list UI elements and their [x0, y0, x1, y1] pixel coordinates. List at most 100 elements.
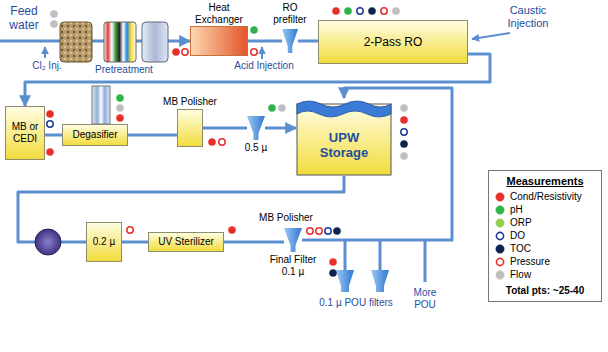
cartridge-filter: 0.5 µ	[236, 116, 276, 154]
pipe-connector	[224, 241, 284, 244]
process-label: Caustic Injection	[496, 4, 560, 30]
sensor-dot	[251, 49, 257, 55]
sensor-dot	[344, 7, 351, 14]
legend-swatch	[495, 244, 505, 254]
sensor-dot	[116, 104, 123, 111]
sensor-dot	[401, 129, 407, 135]
heat-exchanger: Heat Exchanger	[180, 2, 258, 56]
sensor-dot	[333, 227, 340, 234]
sensor-dot	[172, 48, 179, 55]
legend-swatch	[495, 231, 505, 241]
mixed-bed-unit: MB or CEDI	[5, 106, 45, 160]
legend-row: TOC	[495, 242, 595, 255]
sensor-dot	[325, 228, 331, 234]
pipe-connector	[128, 134, 177, 137]
ro-unit: 2-Pass RO	[318, 20, 468, 64]
legend-text: ORP	[510, 217, 532, 229]
process-label: Pretreatment	[84, 64, 164, 76]
sensor-dot	[400, 116, 407, 123]
node-text: Final Filter 0.1 µ	[263, 254, 323, 278]
sensor-dot	[116, 114, 123, 121]
sensor-dot	[127, 227, 133, 233]
legend-swatch	[495, 257, 505, 267]
legend-text: Flow	[510, 269, 531, 281]
node-text: 0.5 µ	[236, 142, 276, 154]
sensor-dot	[208, 138, 215, 145]
legend-list: Cond/ResistivitypHORPDOTOCPressureFlow	[495, 190, 595, 281]
sensor-dot	[250, 26, 257, 33]
legend-text: Cond/Resistivity	[510, 191, 582, 203]
pipe-connector	[248, 40, 282, 43]
sensor-dot	[50, 10, 57, 17]
node-text: RO prefilter	[266, 2, 314, 26]
sensor-dot	[329, 269, 336, 276]
degasifier: Degasifier	[62, 124, 128, 146]
pipe-connector	[298, 40, 318, 43]
legend-swatch	[495, 192, 505, 202]
legend-total: Total pts: ~25-40	[495, 285, 595, 297]
funnel-symbol	[247, 116, 265, 140]
sensor-dot	[400, 104, 407, 111]
sensor-dot	[182, 49, 188, 55]
storage-tank: UPW Storage	[296, 98, 392, 176]
sensor-dot	[228, 226, 235, 233]
sensor-dot	[381, 8, 387, 14]
legend-row: pH	[495, 203, 595, 216]
legend-text: TOC	[510, 243, 531, 255]
ro-prefilter: RO prefilter	[266, 2, 314, 53]
process-label: More POU	[403, 287, 447, 311]
pipe-connector	[122, 241, 148, 244]
sensor-dot	[400, 140, 407, 147]
process-label: Cl₂ Inj.	[22, 60, 72, 72]
node-text: MB Polisher	[158, 96, 222, 108]
sensor-dot	[368, 7, 375, 14]
node-text: UV Sterilizer	[158, 236, 214, 248]
sensor-dot	[357, 8, 363, 14]
sensor-dot	[400, 152, 407, 159]
node-text: 2-Pass RO	[364, 36, 423, 48]
legend-text: pH	[510, 204, 523, 216]
node-text: 0.2 µ	[93, 236, 115, 248]
legend-row: Cond/Resistivity	[495, 190, 595, 203]
node-text: Degasifier	[72, 129, 117, 141]
legend-row: Flow	[495, 268, 595, 281]
final-filter: Final Filter 0.1 µ	[258, 228, 328, 278]
sensor-dot	[116, 94, 123, 101]
sensor-dot	[332, 7, 339, 14]
pipe-connector	[203, 127, 247, 130]
funnel-symbol	[282, 29, 298, 53]
sensor-dot	[392, 7, 399, 14]
funnel-symbol	[284, 228, 302, 252]
legend-swatch	[495, 205, 505, 215]
process-label: 0.1 µ POU filters	[316, 297, 396, 309]
legend-swatch	[495, 218, 505, 228]
sensor-dot	[307, 228, 313, 234]
node-text: UPW Storage	[308, 130, 380, 160]
sensor-dot	[278, 104, 285, 111]
legend-heading: Measurements	[495, 175, 595, 187]
sensor-dot	[268, 104, 275, 111]
legend-text: Pressure	[510, 256, 550, 268]
process-label: Feed water	[4, 4, 44, 32]
uv-sterilizer: UV Sterilizer	[148, 232, 224, 252]
pipe-connector	[265, 127, 296, 130]
sensor-dot	[50, 20, 57, 27]
mb-polisher: MB Polisher	[158, 96, 222, 147]
sensor-dot	[329, 258, 336, 265]
cartridge-filter: 0.2 µ	[86, 222, 122, 262]
pipe-connector	[45, 134, 62, 137]
process-label: Acid Injection	[224, 60, 304, 72]
node-text: Heat Exchanger	[189, 2, 249, 26]
sensor-dot	[219, 139, 225, 145]
sensor-dot	[46, 148, 53, 155]
legend-row: ORP	[495, 216, 595, 229]
legend-swatch	[495, 270, 505, 280]
legend-row: DO	[495, 229, 595, 242]
sensor-dot	[47, 121, 53, 127]
process-label: MB Polisher	[250, 212, 322, 224]
sensor-dot	[316, 228, 322, 234]
legend-text: DO	[510, 230, 525, 242]
legend-row: Pressure	[495, 255, 595, 268]
sensor-dot	[46, 110, 53, 117]
hx-symbol	[190, 26, 248, 56]
